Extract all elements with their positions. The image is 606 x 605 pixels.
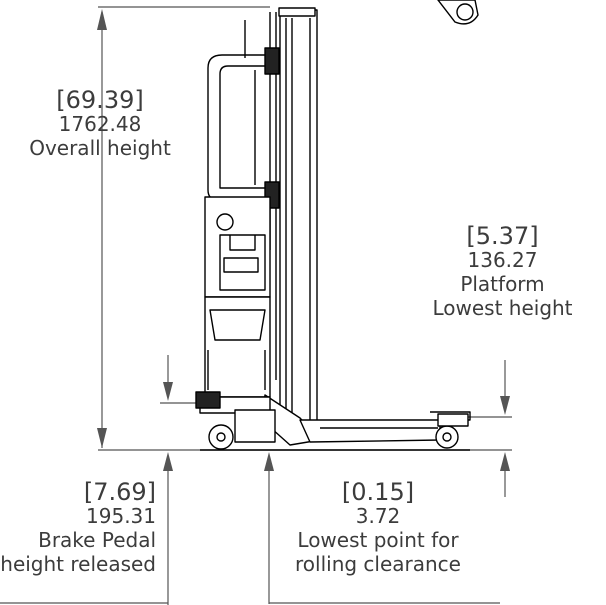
- battery-inner: [209, 309, 266, 341]
- overall-height-arrow-bottom: [97, 428, 107, 448]
- platform-caption-2: Lowest height: [432, 296, 573, 320]
- battery-box: [204, 296, 271, 398]
- overall-height-arrow-top: [97, 9, 107, 30]
- overall-height-inches: [69.39]: [56, 86, 144, 114]
- overall-height-label: [69.39] 1762.48 Overall height: [10, 88, 190, 160]
- control-box: [204, 196, 271, 298]
- brake-inches: [7.69]: [83, 478, 156, 506]
- brake-pedal: [195, 391, 221, 409]
- display-panel: [223, 257, 259, 273]
- brake-arrow-up: [163, 452, 173, 471]
- detail-wheel: [456, 3, 474, 21]
- handle-clamp: [264, 47, 280, 75]
- brake-caption-1: Brake Pedal: [38, 528, 156, 552]
- clearance-inches: [0.15]: [341, 478, 415, 506]
- brake-mm: 195.31: [86, 504, 156, 528]
- rolling-clearance-label: [0.15] 3.72 Lowest point for rolling cle…: [278, 480, 478, 576]
- clearance-caption-1: Lowest point for: [297, 528, 459, 552]
- overall-height-mm: 1762.48: [58, 112, 142, 136]
- platform-arrow-up: [500, 452, 510, 471]
- platform-inches: [5.37]: [466, 222, 539, 250]
- platform-caption-1: Platform: [460, 272, 545, 296]
- mast-cap: [278, 7, 316, 17]
- detail-wheel-fragment: [437, 0, 479, 25]
- clearance-mm: 3.72: [355, 504, 401, 528]
- upper-handle-inner: [219, 65, 275, 189]
- front-wheel: [435, 425, 459, 449]
- caster-mount: [437, 413, 469, 427]
- brake-caption-2: height released: [0, 552, 156, 576]
- brake-pedal-label: [7.69] 195.31 Brake Pedal height release…: [0, 480, 156, 576]
- overall-height-caption: Overall height: [29, 136, 171, 160]
- platform-arrow-down: [500, 396, 510, 415]
- control-tab: [229, 235, 256, 251]
- rear-chassis: [234, 409, 276, 443]
- platform-deck: [299, 419, 441, 443]
- clearance-caption-2: rolling clearance: [295, 552, 461, 576]
- control-bracket: [219, 234, 266, 291]
- brake-arrow-down: [163, 382, 173, 401]
- upper-handle: [207, 54, 275, 201]
- dimension-arrows: [97, 9, 510, 471]
- rear-wheel: [208, 424, 234, 450]
- front-wheel-hub: [442, 432, 452, 442]
- platform-mm: 136.27: [467, 248, 538, 272]
- control-knob: [216, 213, 234, 231]
- clearance-arrow-up: [264, 452, 274, 471]
- platform-height-label: [5.37] 136.27 Platform Lowest height: [410, 224, 595, 320]
- rear-wheel-hub: [216, 432, 226, 442]
- lift-machine-drawing: [195, 7, 471, 451]
